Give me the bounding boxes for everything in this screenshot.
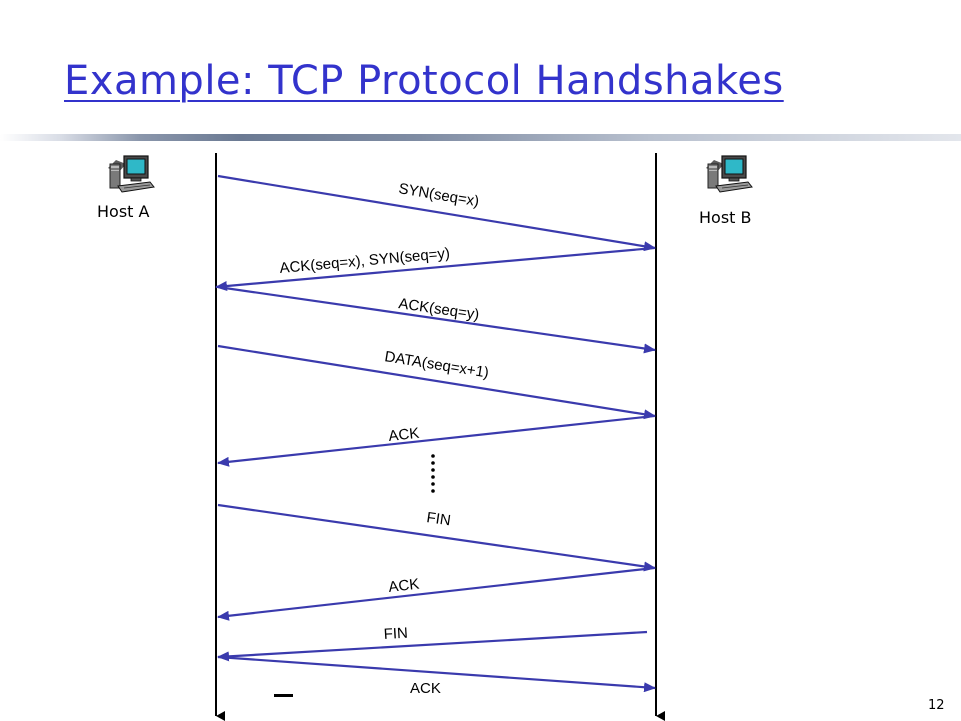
message-arrow-ack-fin-a — [217, 566, 655, 621]
message-arrow-syn — [217, 174, 656, 252]
message-label-syn: SYN(seq=x) — [397, 180, 480, 210]
page-number: 12 — [928, 698, 945, 713]
message-arrow-fin-a — [217, 503, 656, 572]
message-arrow-ack-syn — [215, 246, 655, 292]
host-a-computer-icon — [104, 150, 156, 194]
message-arrow-ack-data — [217, 414, 655, 467]
message-label-fin-a: FIN — [425, 509, 451, 529]
message-label-fin-b: FIN — [383, 625, 408, 643]
short-dash — [274, 694, 293, 697]
message-label-ack-fin-b: ACK — [410, 680, 441, 697]
message-arrow-ack-fin-b — [217, 655, 656, 693]
message-arrow-ack-seq-y — [217, 285, 656, 354]
message-label-ack-data: ACK — [388, 425, 420, 445]
slide-title: Example: TCP Protocol Handshakes — [64, 58, 784, 104]
message-label-data: DATA(seq=x+1) — [383, 348, 490, 381]
message-arrow-fin-b — [217, 630, 648, 662]
title-divider — [0, 134, 961, 141]
host-b-label: Host B — [699, 208, 752, 227]
host-b-computer-icon — [702, 150, 754, 194]
message-label-ack-syn: ACK(seq=x), SYN(seq=y) — [279, 245, 451, 277]
messages-layer: SYN(seq=x) ACK(seq=x), SYN(seq=y) ACK(se… — [215, 174, 656, 697]
message-label-ack-fin-a: ACK — [388, 576, 421, 596]
vertical-ellipsis-icon — [431, 454, 435, 493]
host-a-label: Host A — [97, 202, 150, 221]
message-arrow-data — [217, 344, 656, 420]
